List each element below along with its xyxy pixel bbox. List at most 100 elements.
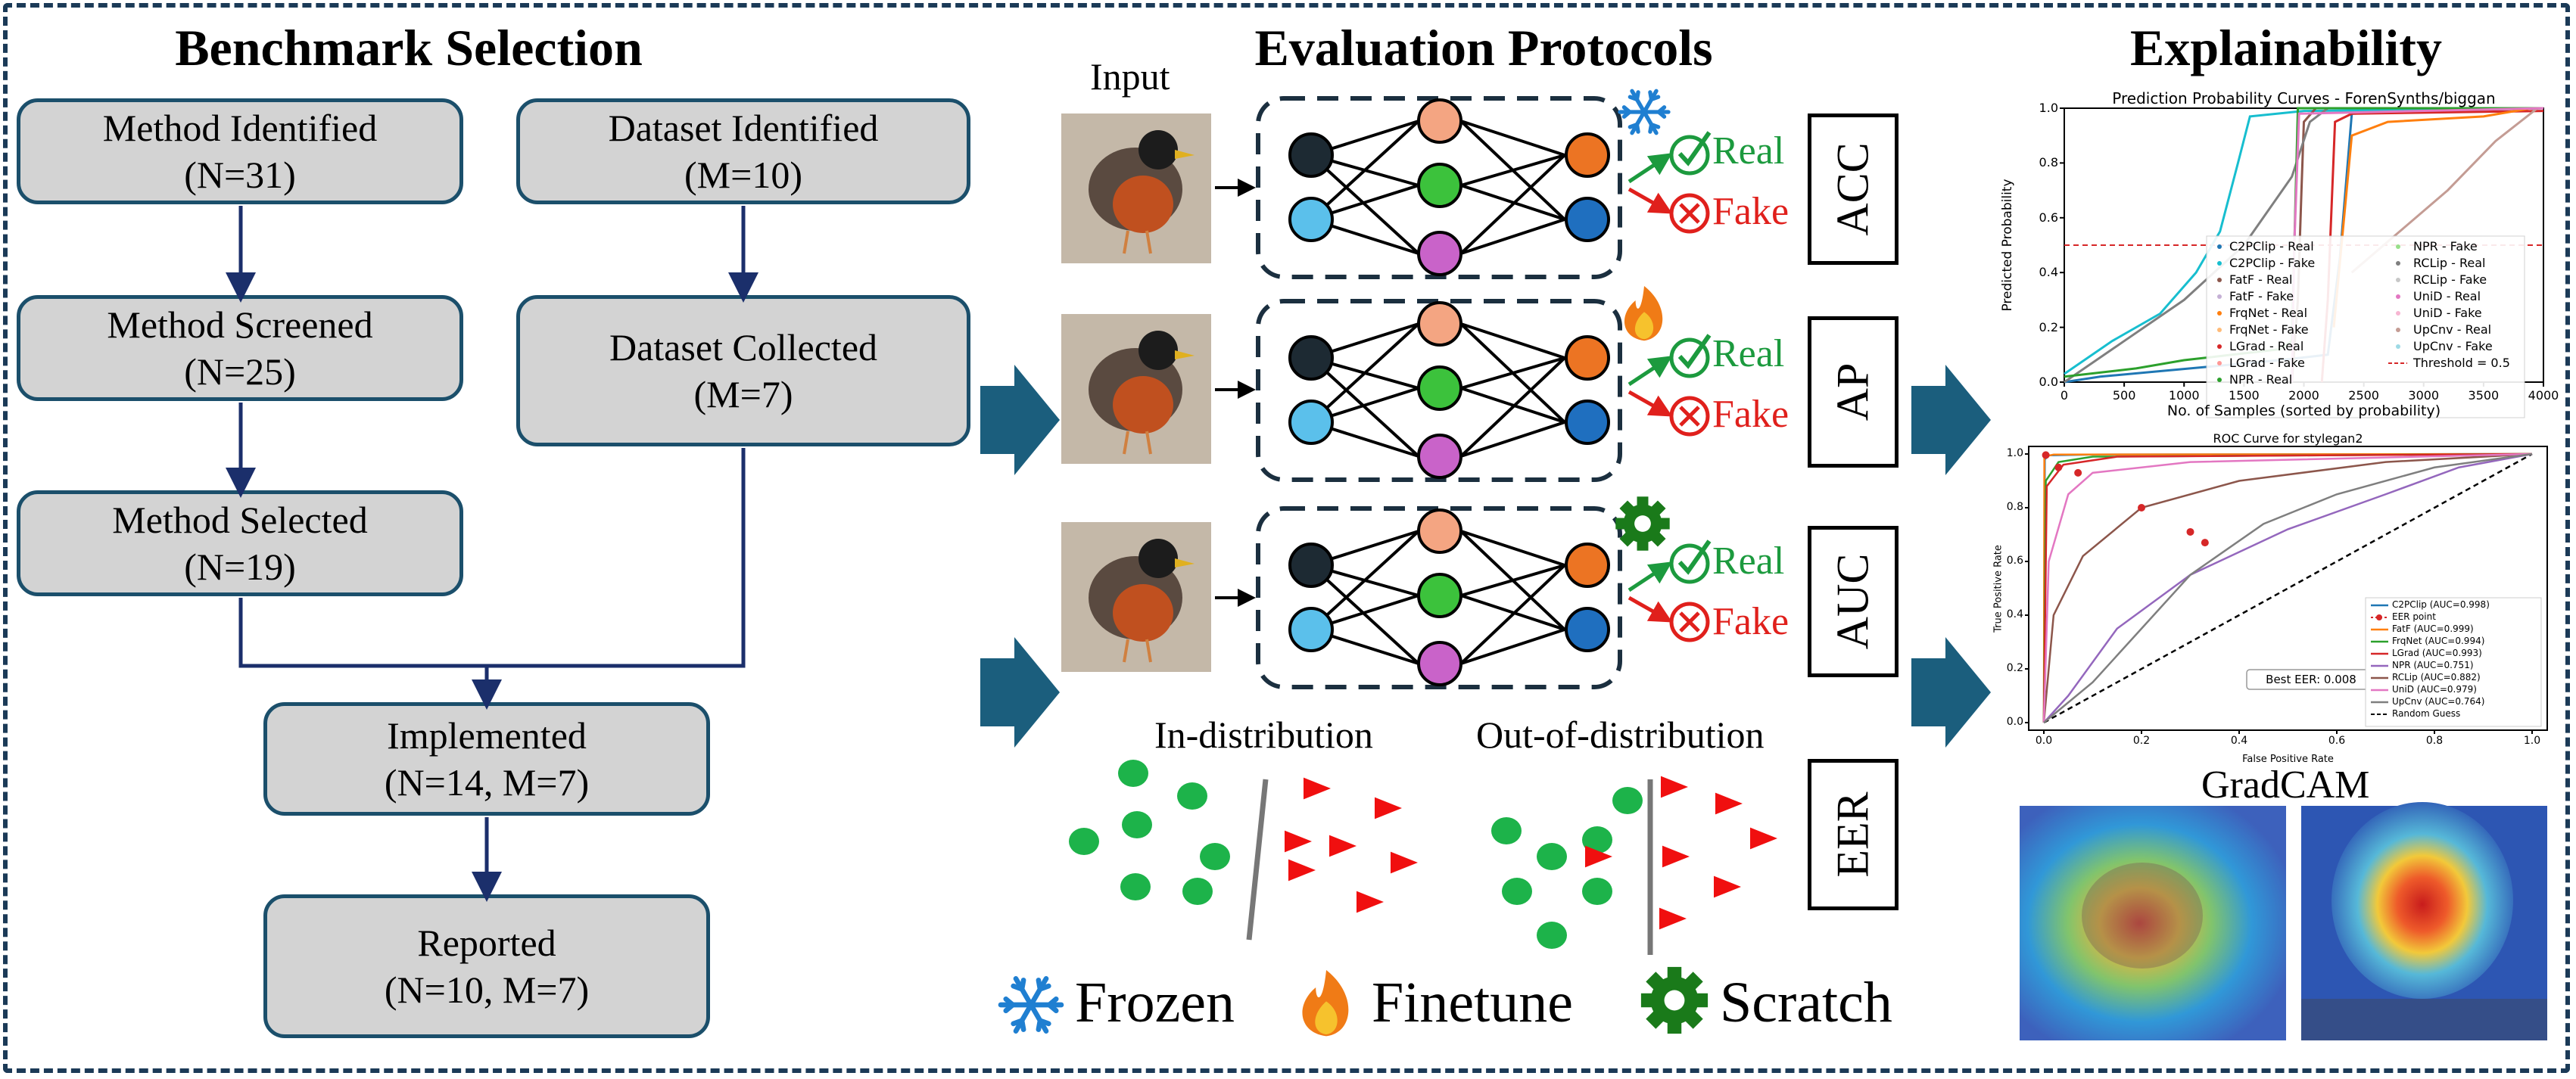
prob-legend-marker [2396,244,2400,249]
reported-label: Reported [417,921,556,964]
real-label-1: Real [1712,129,1785,173]
roc-random-guess [2043,452,2533,724]
in-class-dot [1582,878,1612,905]
network-frame [1256,96,1622,279]
gradcam-title: GradCAM [2201,763,2370,807]
prob-legend-marker [2396,328,2400,332]
network-node-hidden [1417,573,1462,618]
prob-legend-marker [2396,344,2400,349]
cross-icon [1669,602,1710,642]
networks [1256,96,1622,689]
method-screened-box: Method Screened (N=25) [17,295,463,401]
network-node-hidden [1417,508,1462,554]
network-3 [1256,506,1622,689]
probability-chart [2060,107,2544,418]
network-node-input [1288,400,1334,445]
out-class-triangle [1750,827,1777,850]
benchmark-title: Benchmark Selection [175,19,643,76]
input-label: Input [1090,55,1170,98]
metric-acc: ACC [1808,113,1899,265]
network-frame [1256,299,1622,482]
teal-arrow-left-bottom [980,637,1060,748]
out-of-distribution-label: Out-of-distribution [1476,714,1765,756]
metric-ap-label: AP [1827,362,1878,421]
prob-series-frqnet [2332,107,2532,328]
network-node-hidden [1417,163,1462,208]
evaluation-title: Evaluation Protocols [1254,19,1713,76]
fake-label-2: Fake [1712,393,1789,436]
out-class-triangle [1662,845,1690,868]
fake-label-1: Fake [1712,190,1789,233]
prob-legend-marker [2396,311,2400,316]
network-edge [1310,322,1420,424]
network-edge [1459,356,1566,458]
out-class-triangle [1329,835,1357,857]
network-edge [1310,120,1420,221]
network-node-hidden [1417,641,1462,686]
out-class-triangle [1304,777,1331,800]
network-edge [1310,356,1420,458]
explainability-title: Explainability [2130,19,2442,76]
out-class-triangle [1375,797,1402,819]
metric-auc-label: AUC [1827,553,1878,650]
fake-label-3: Fake [1712,600,1789,643]
network-node-hidden [1417,98,1462,144]
fake-arrow-2 [1628,390,1673,417]
snowflake-icon [1618,89,1671,135]
in-class-dot [1120,873,1151,900]
implemented-count: (N=14, M=7) [384,761,590,804]
in-class-dot [1177,782,1207,810]
network-edge [1460,421,1565,458]
input-image-2 [1061,314,1211,464]
network-edge [1459,564,1566,665]
roc-legend-box [2365,597,2542,727]
in-class-dot [1182,878,1213,905]
prob-legend-marker [2217,261,2222,266]
dataset-identified-count: (M=10) [684,154,802,196]
cross-icon [1669,396,1710,437]
roc-series-upcnv [2043,452,2533,723]
metric-eer: EER [1808,759,1899,910]
metric-acc-label: ACC [1827,142,1878,236]
network-node-input [1288,607,1334,652]
roc-chart [2025,446,2548,734]
network-node-input [1288,197,1334,242]
teal-arrow-right-bottom [1911,637,1991,748]
roc-series-npr [2043,452,2533,723]
in-class-dot [1069,828,1099,855]
prob-legend-marker [2217,278,2222,282]
out-class-triangle [1585,845,1612,868]
in-class-dot [1200,843,1230,870]
network-edge [1460,322,1565,359]
prob-series-rclip [2064,107,2543,384]
prob-legend-marker [2217,294,2222,299]
prob-legend-marker [2217,328,2222,332]
network-node-hidden [1417,231,1462,276]
check-icon [1669,131,1712,176]
decision-boundary-in [1246,779,1269,941]
network-edge [1459,154,1566,255]
network-edge [1310,564,1420,665]
roc-eer-point [2186,527,2194,536]
check-icon [1669,334,1712,378]
network-node-input [1288,543,1334,588]
metric-eer-label: EER [1827,791,1878,878]
in-class-dot [1582,826,1612,854]
roc-best-eer-box [2246,669,2376,690]
out-class-triangle [1714,875,1741,898]
real-arrow-3 [1628,561,1673,592]
cross-icon [1669,193,1710,234]
in-class-dot [1491,817,1522,844]
legend-finetune-label: Finetune [1372,971,1573,1034]
legend-frozen-label: Frozen [1075,971,1235,1034]
real-arrow-1 [1628,153,1673,184]
in-class-dot [1122,811,1152,838]
out-class-triangle [1285,830,1312,853]
out-class-triangle [1715,792,1743,815]
snowflake-icon [998,976,1064,1034]
fire-icon [1624,286,1663,341]
prob-legend-box [2206,235,2525,418]
network-node-output [1565,335,1610,381]
prob-legend-marker [2217,361,2222,365]
